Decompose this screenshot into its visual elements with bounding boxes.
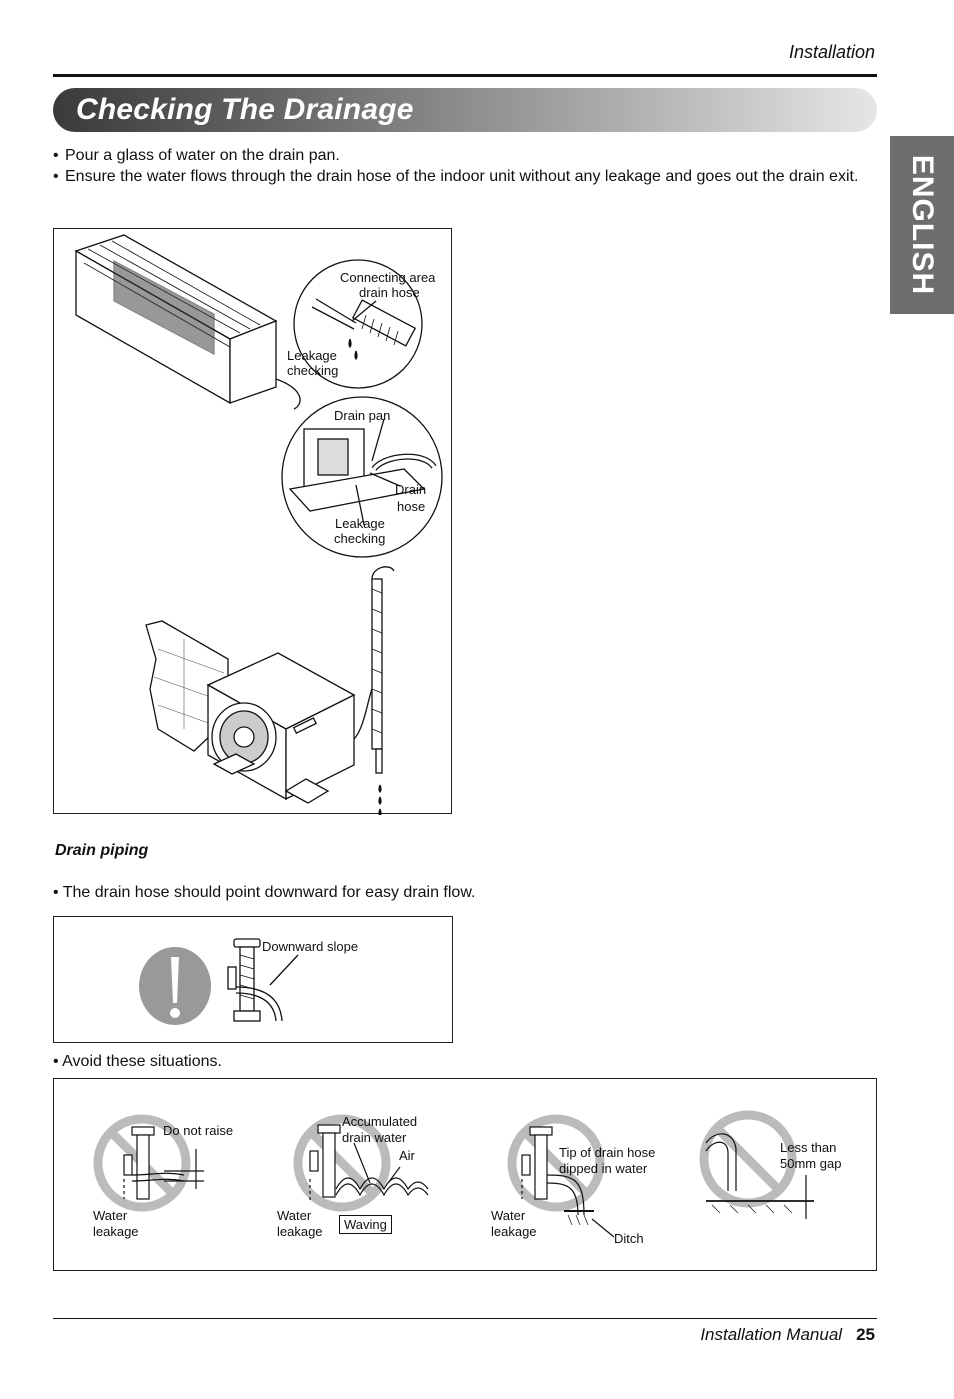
drainage-figure: Connecting area drain hose Leakage check… (53, 228, 452, 815)
footer-manual-title: Installation Manual (700, 1325, 843, 1344)
label-drain: Drain (395, 482, 427, 497)
language-tab: ENGLISH (890, 136, 954, 314)
label-drain-pan: Drain pan (334, 408, 391, 423)
drainage-illustration (74, 234, 443, 815)
no-sign-icons (93, 1110, 797, 1212)
drain-piping-bullet: • The drain hose should point downward f… (53, 884, 476, 901)
label-waving: Waving (339, 1215, 392, 1234)
drain-piping-heading: Drain piping (55, 842, 149, 859)
label-ditch: Ditch (614, 1231, 644, 1246)
label-air: Air (399, 1148, 415, 1163)
label-checking-bottom: checking (334, 531, 386, 546)
title-bar (53, 88, 877, 132)
label-leakage-3: leakage (491, 1224, 537, 1239)
label-accumulated: Accumulated (342, 1114, 418, 1129)
label-checking-top: checking (287, 363, 339, 378)
label-50mm-gap: 50mm gap (780, 1156, 842, 1171)
label-leakage-1: leakage (93, 1224, 139, 1239)
label-hose: hose (397, 499, 426, 514)
label-dipped-in-water: dipped in water (559, 1161, 648, 1176)
language-tab-label: ENGLISH (906, 154, 939, 296)
avoid-situations-figure: Do not raise Water leakage Accumulated d… (53, 1078, 877, 1271)
downward-slope-figure: Downward slope (53, 916, 453, 1043)
intro-bullet-1: Pour a glass of water on the drain pan. (53, 145, 877, 166)
footer: Installation Manual 25 (700, 1325, 875, 1345)
label-leakage-top: Leakage (287, 348, 337, 363)
label-connecting-drain-hose: drain hose (359, 285, 420, 300)
label-downward-slope: Downward slope (262, 939, 359, 954)
label-water-3: Water (491, 1208, 526, 1223)
avoid-bullet: • Avoid these situations. (53, 1053, 222, 1070)
label-water-1: Water (93, 1208, 128, 1223)
page-title: Checking The Drainage (76, 93, 414, 126)
downward-slope-illustration (139, 938, 299, 1025)
avoid-situations-illustration (93, 1110, 814, 1238)
bottom-rule (53, 1318, 877, 1319)
section-label: Installation (788, 42, 875, 62)
label-less-than: Less than (780, 1140, 837, 1155)
label-leakage-bottom: Leakage (335, 516, 385, 531)
label-water-2: Water (277, 1208, 312, 1223)
intro-bullets: Pour a glass of water on the drain pan. … (53, 145, 877, 187)
page-number: 25 (856, 1325, 875, 1344)
top-rule (53, 74, 877, 77)
label-leakage-2: leakage (277, 1224, 323, 1239)
label-connecting-area: Connecting area (340, 270, 436, 285)
label-do-not-raise: Do not raise (163, 1123, 234, 1138)
intro-bullet-2: Ensure the water flows through the drain… (53, 166, 877, 187)
label-drain-water: drain water (342, 1130, 407, 1145)
label-tip-of-drain-hose: Tip of drain hose (559, 1145, 656, 1160)
